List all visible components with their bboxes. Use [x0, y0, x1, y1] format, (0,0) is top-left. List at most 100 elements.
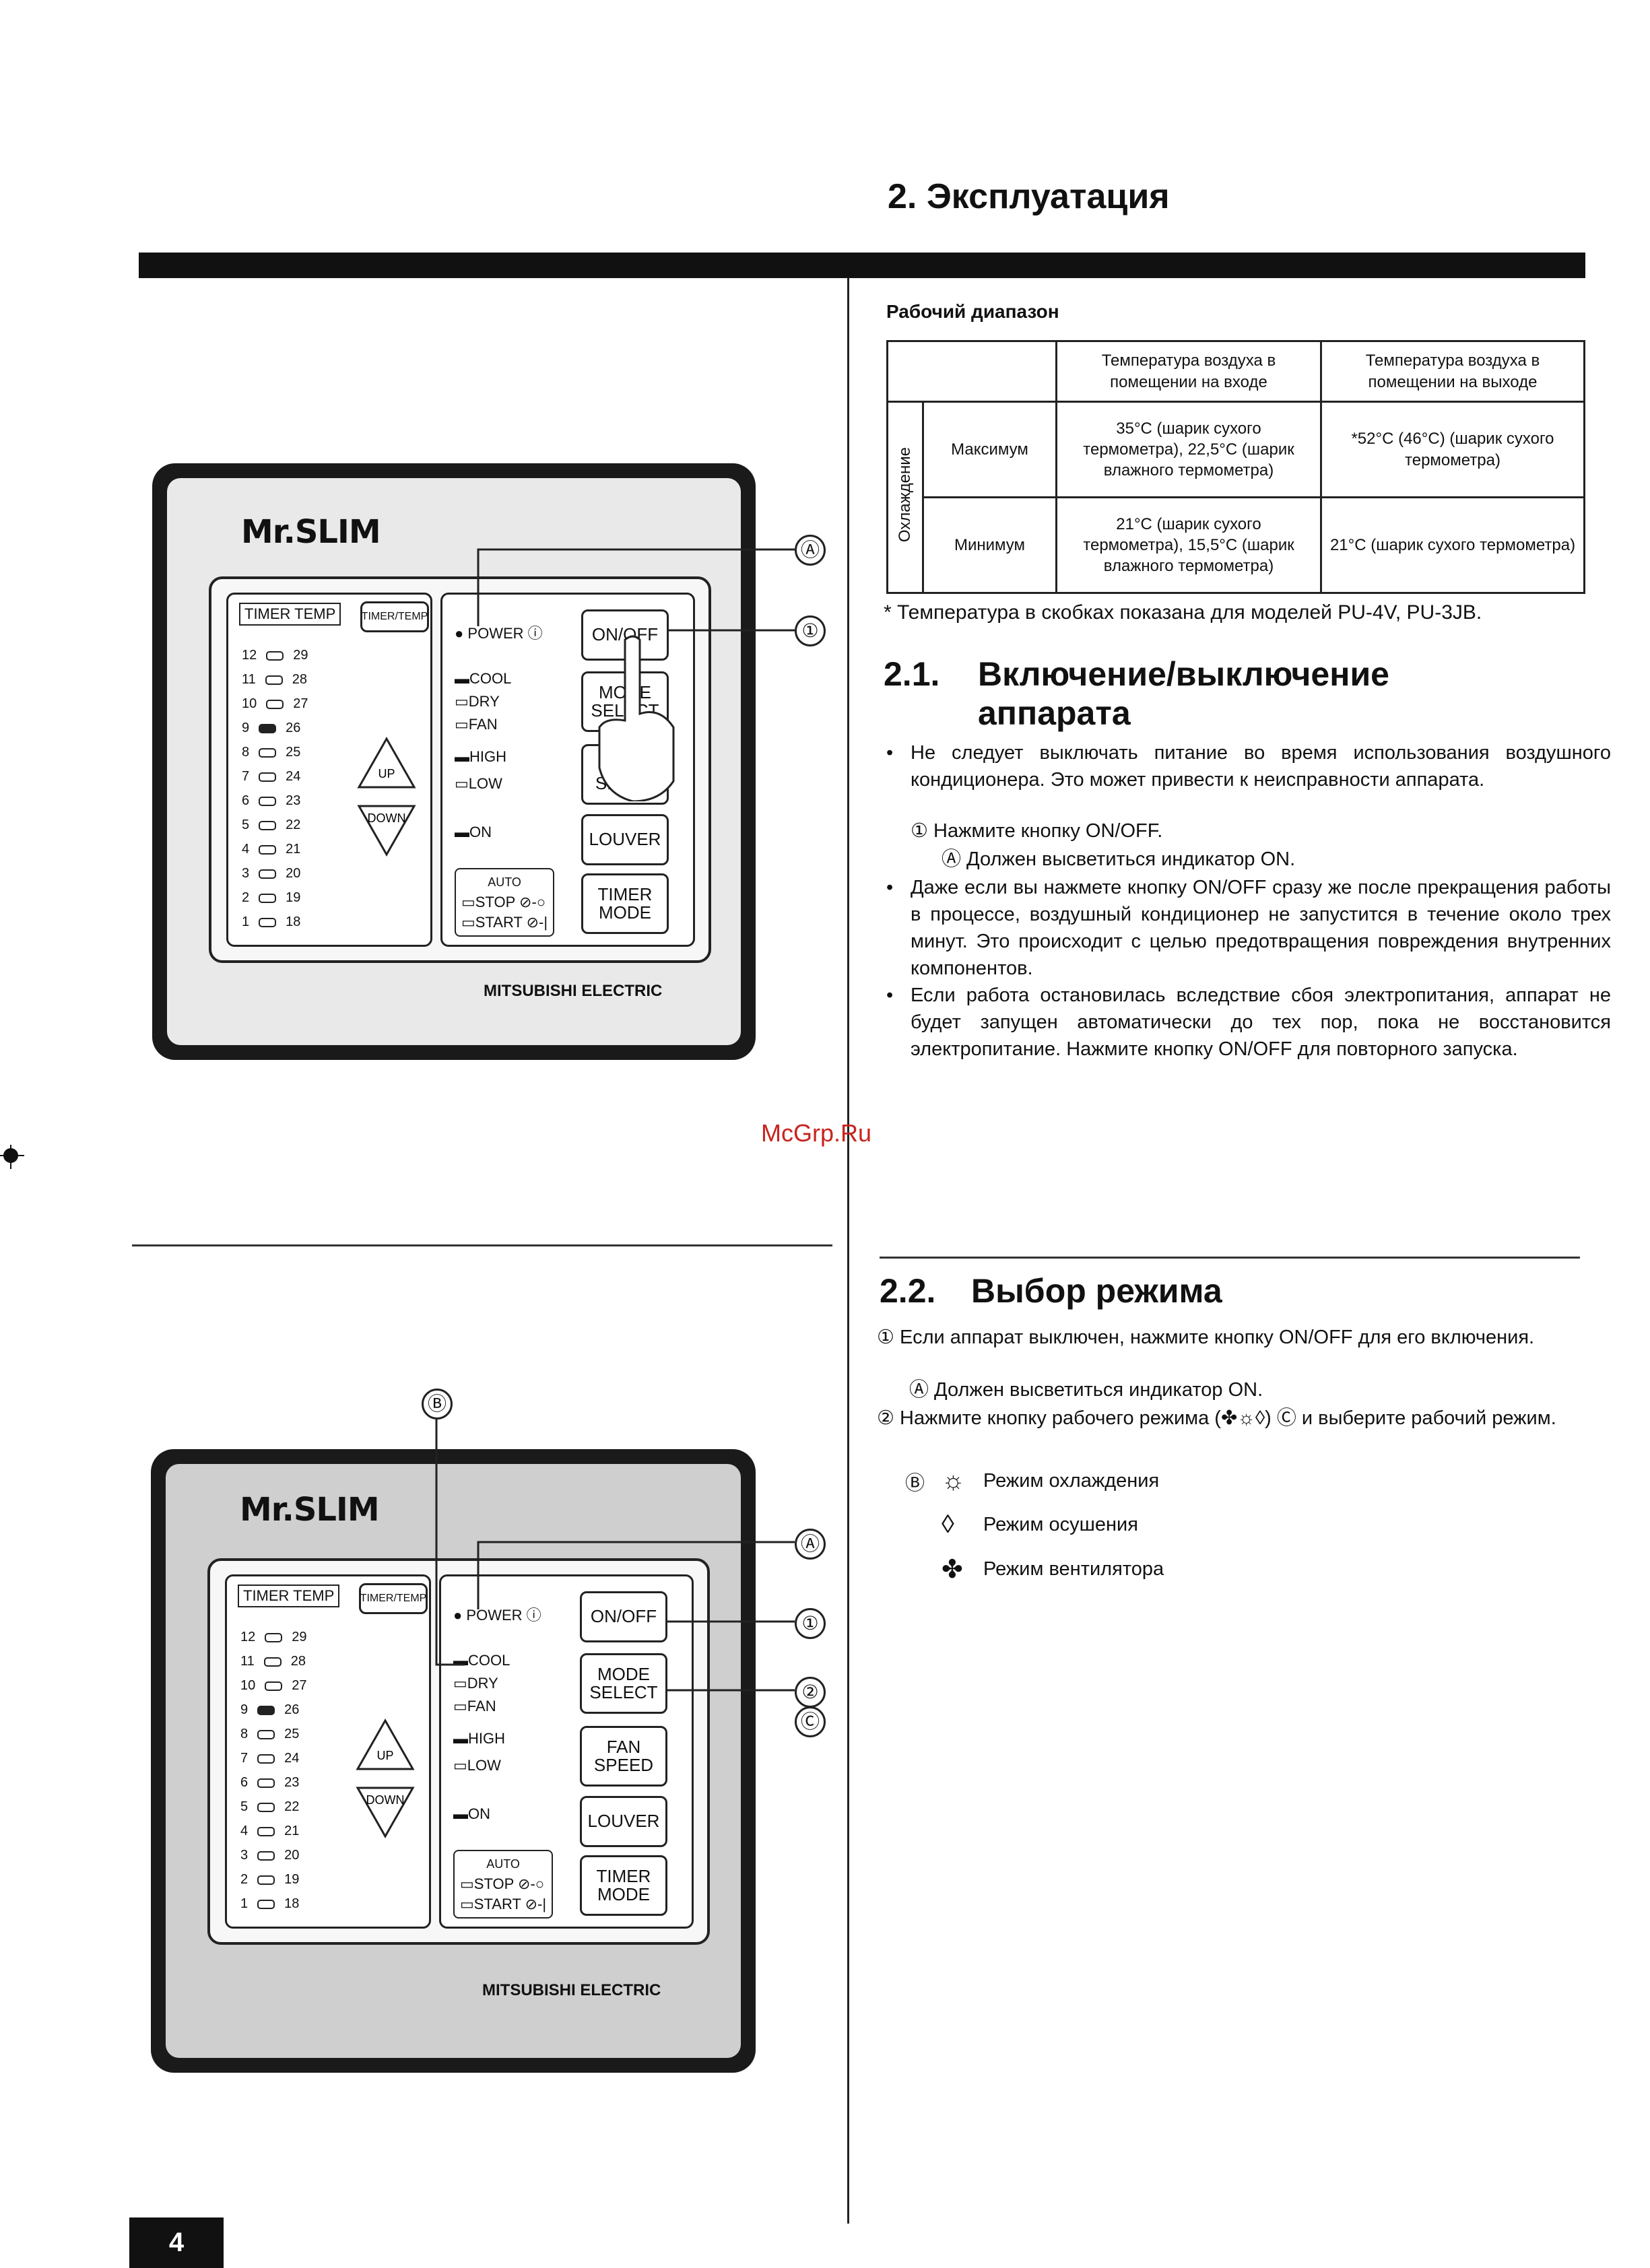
column-divider — [847, 277, 849, 2224]
watermark: McGrp.Ru — [761, 1119, 872, 1147]
mode-item-fan: ✤ Режим вентилятора — [905, 1554, 1164, 1585]
fan-indicator: ▭FAN — [455, 716, 498, 733]
section-rule-right — [880, 1257, 1580, 1259]
mode-select-button[interactable]: MODE SELECT — [580, 1653, 667, 1714]
table-cell: 21°C (шарик сухого термометра) — [1320, 496, 1585, 594]
table-row-label: Максимум — [922, 401, 1057, 498]
section-21-heading: 2.1.Включение/выключение — [884, 655, 1389, 694]
table-cell: 35°C (шарик сухого термометра), 22,5°C (… — [1055, 401, 1322, 498]
timer-temp-indicator: TIMER TEMP — [239, 603, 341, 626]
callout-2: ② — [795, 1677, 826, 1708]
maker-logo: MITSUBISHI ELECTRIC — [482, 1981, 661, 1999]
table-cell: *52°C (46°C) (шарик сухого термометра) — [1320, 401, 1585, 498]
fan-speed-button[interactable]: FAN SPEED — [580, 1726, 667, 1787]
table-group-label: Охлаждение — [896, 446, 915, 542]
callout-leaders-2 — [435, 1407, 795, 1692]
table-cell: 21°C (шарик сухого термометра), 15,5°C (… — [1055, 496, 1322, 594]
pressing-hand-icon — [598, 635, 675, 801]
cool-indicator: ▬COOL — [455, 670, 512, 687]
timer-label: TIMER — [243, 1587, 290, 1604]
mode-item-dry: ◊ Режим осушения — [905, 1510, 1164, 1539]
section-21-step-1: ① Нажмите кнопку ON/OFF. — [911, 820, 1163, 842]
power-indicator: ● POWER ⓘ — [453, 1607, 541, 1624]
section-21-title-line2: аппарата — [978, 694, 1131, 732]
section-22-step-1a: Ⓐ Должен высветиться индикатор ON. — [909, 1379, 1263, 1401]
table-corner — [886, 340, 1057, 403]
header-bar — [139, 253, 1585, 278]
up-button[interactable]: UP — [355, 1718, 416, 1772]
section-22-title: Выбор режима — [971, 1272, 1222, 1310]
down-button[interactable]: DOWN — [356, 803, 417, 857]
down-button[interactable]: DOWN — [355, 1785, 416, 1839]
callout-leaders-1 — [477, 548, 795, 632]
low-indicator: ▭LOW — [455, 775, 502, 792]
louver-on-indicator: ▬ON — [453, 1805, 490, 1822]
timer-temp-button[interactable]: TIMER/TEMP — [360, 601, 429, 632]
callout-a: Ⓐ — [795, 535, 826, 566]
timer-label: TIMER — [244, 605, 291, 622]
brand-logo: Mr.SLIM — [240, 1491, 380, 1529]
auto-timer-group: AUTO ▭STOP ⊘-○ ▭START ⊘-| — [455, 868, 555, 937]
louver-button[interactable]: LOUVER — [580, 1796, 667, 1847]
bullet-text: Даже если вы нажмете кнопку ON/OFF сразу… — [911, 877, 1611, 979]
louver-button[interactable]: LOUVER — [581, 814, 669, 865]
timer-temp-button[interactable]: TIMER/TEMP — [359, 1583, 428, 1614]
bullet-text: Не следует выключать питание во время ис… — [911, 742, 1611, 791]
dry-indicator: ▭DRY — [455, 693, 500, 710]
mode-item-cool: Ⓑ ☼ Режим охлаждения — [905, 1467, 1164, 1496]
page-number: 4 — [129, 2217, 224, 2268]
fan-indicator: ▭FAN — [453, 1698, 496, 1714]
auto-timer-group: AUTO ▭STOP ⊘-○ ▭START ⊘-| — [453, 1850, 554, 1919]
up-label: UP — [376, 1749, 393, 1762]
operating-range-heading: Рабочий диапазон — [886, 301, 1059, 322]
table-header-out: Температура воздуха в помещении на выход… — [1320, 340, 1585, 403]
table-row-label: Минимум — [922, 496, 1057, 594]
section-21-title-line1: Включение/выключение — [978, 655, 1389, 693]
bullet-dot: • — [886, 877, 894, 898]
section-rule-left — [132, 1244, 832, 1246]
up-button[interactable]: UP — [356, 736, 417, 790]
timer-mode-button[interactable]: TIMER MODE — [580, 1855, 667, 1916]
section-21-bullet-3: •Если работа остановилась вследствие сбо… — [886, 982, 1611, 1063]
callout-1: ① — [795, 615, 826, 646]
mode-list: Ⓑ ☼ Режим охлаждения ◊ Режим осушения ✤ … — [905, 1467, 1164, 1585]
timer-mode-button[interactable]: TIMER MODE — [581, 873, 669, 934]
fan-icon: ✤ — [942, 1556, 963, 1584]
temp-label: TEMP — [294, 605, 336, 622]
table-header-in: Температура воздуха в помещении на входе — [1055, 340, 1322, 403]
callout-1: ① — [795, 1608, 826, 1639]
mode-label: Режим осушения — [983, 1514, 1138, 1535]
section-21-bullet-1: • Не следует выключать питание во время и… — [886, 739, 1611, 793]
bullet-dot: • — [886, 985, 894, 1006]
section-22-number: 2.2. — [880, 1272, 936, 1310]
temp-label: TEMP — [293, 1587, 335, 1604]
sun-icon: ☼ — [942, 1467, 965, 1495]
bullet-dot: • — [886, 742, 894, 764]
onoff-button[interactable]: ON/OFF — [580, 1591, 667, 1642]
